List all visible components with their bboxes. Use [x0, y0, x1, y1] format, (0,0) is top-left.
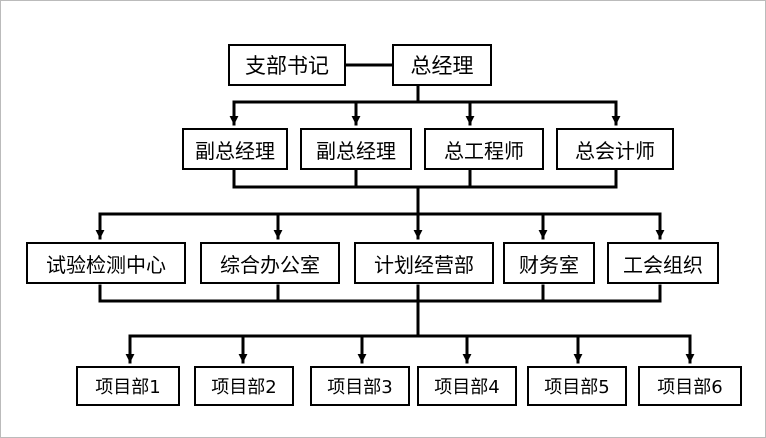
department-box: 计划经营部 [354, 242, 494, 284]
party-secretary-box: 支部书记 [228, 44, 346, 86]
project-box: 项目部6 [638, 366, 742, 406]
executive-box: 副总经理 [182, 128, 288, 170]
executive-box: 副总经理 [300, 128, 412, 170]
project-box: 项目部4 [417, 366, 517, 406]
executive-box: 总工程师 [424, 128, 544, 170]
project-box: 项目部2 [194, 366, 294, 406]
project-box: 项目部5 [527, 366, 627, 406]
project-box: 项目部1 [76, 366, 180, 406]
department-box: 财务室 [503, 242, 595, 284]
project-box: 项目部3 [310, 366, 410, 406]
general-manager-box: 总经理 [392, 44, 492, 86]
department-box: 工会组织 [607, 242, 719, 284]
department-box: 综合办公室 [200, 242, 340, 284]
executive-box: 总会计师 [556, 128, 674, 170]
department-box: 试验检测中心 [26, 242, 186, 284]
